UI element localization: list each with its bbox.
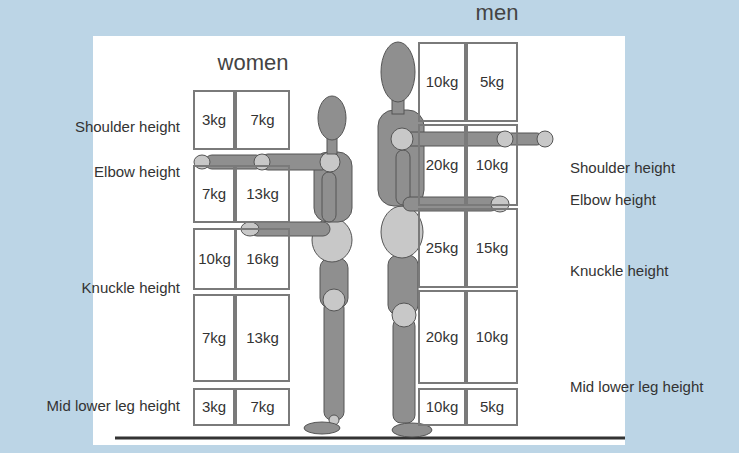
figure-part [396, 150, 410, 205]
weight-box: 7kg [235, 388, 290, 426]
weight-value: 10kg [426, 73, 459, 90]
group-heading: men [476, 0, 519, 25]
height-label: Shoulder height [570, 159, 675, 176]
weight-box: 16kg [235, 228, 290, 290]
floor-line [115, 437, 625, 440]
weight-value: 25kg [426, 239, 459, 256]
white-panel [93, 36, 625, 445]
figure-part [304, 422, 340, 434]
figure-part [398, 132, 508, 146]
figure-head [381, 42, 415, 102]
figure-part [381, 206, 423, 258]
height-label: Mid lower leg height [47, 397, 180, 414]
weight-box: 20kg [418, 290, 466, 384]
weight-box: 7kg [193, 294, 235, 382]
weight-value: 10kg [476, 328, 509, 345]
figure-joint [320, 152, 340, 172]
weight-box: 10kg [466, 124, 518, 206]
weight-box: 10kg [466, 290, 518, 384]
weight-value: 10kg [198, 250, 231, 267]
weight-box: 10kg [418, 388, 466, 426]
weight-value: 13kg [246, 185, 279, 202]
weight-box: 10kg [418, 42, 466, 122]
height-label: Mid lower leg height [570, 378, 703, 395]
weight-value: 3kg [202, 111, 226, 128]
weight-box: 20kg [418, 124, 466, 206]
weight-value: 7kg [250, 398, 274, 415]
weight-value: 3kg [202, 398, 226, 415]
weight-box: 13kg [235, 165, 290, 223]
figure-joint [392, 303, 416, 327]
height-label: Shoulder height [75, 118, 180, 135]
woman-figure [194, 96, 352, 434]
height-label: Elbow height [94, 163, 180, 180]
weight-value: 20kg [426, 156, 459, 173]
weight-box: 3kg [193, 388, 235, 426]
weight-value: 5kg [480, 73, 504, 90]
height-label: Knuckle height [82, 279, 180, 296]
figure-joint [254, 154, 270, 170]
figure-part [322, 172, 336, 222]
weight-box: 15kg [466, 208, 518, 288]
weight-value: 15kg [476, 239, 509, 256]
figure-part [393, 318, 415, 423]
figure-head [318, 96, 346, 140]
figure-hand [537, 131, 553, 147]
weight-box: 25kg [418, 208, 466, 288]
weight-value: 13kg [246, 329, 279, 346]
weight-box: 7kg [235, 90, 290, 150]
weight-box: 5kg [466, 42, 518, 122]
figure-joint [497, 131, 513, 147]
weight-box: 3kg [193, 90, 235, 150]
weight-box: 10kg [193, 228, 236, 290]
figure-joint [391, 128, 413, 150]
weight-value: 5kg [480, 398, 504, 415]
weight-value: 16kg [246, 250, 279, 267]
figure-part [324, 300, 344, 420]
weight-box: 13kg [235, 294, 290, 382]
figure-joint [323, 289, 345, 311]
man-figure [378, 42, 553, 437]
weight-value: 20kg [426, 328, 459, 345]
weight-box: 7kg [193, 165, 235, 223]
weight-value: 7kg [202, 185, 226, 202]
figure-part [314, 152, 352, 222]
height-label: Elbow height [570, 191, 656, 208]
height-label: Knuckle height [570, 262, 668, 279]
group-heading: women [218, 50, 289, 75]
weight-value: 10kg [476, 156, 509, 173]
weight-value: 7kg [250, 111, 274, 128]
weight-value: 7kg [202, 329, 226, 346]
weight-value: 10kg [426, 398, 459, 415]
weight-box: 5kg [466, 388, 518, 426]
